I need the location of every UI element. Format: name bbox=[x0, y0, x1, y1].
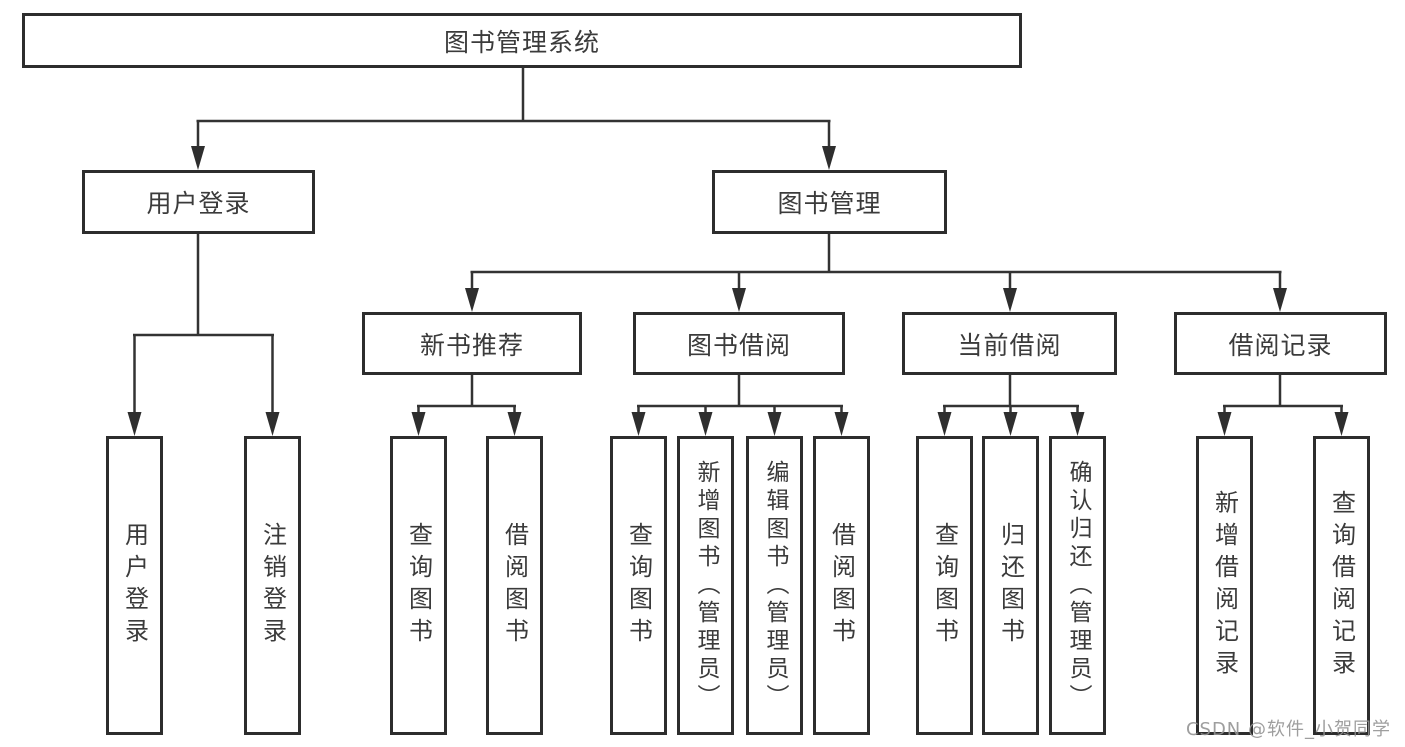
leaf-query-borrow-record: 查询借阅记录 bbox=[1313, 436, 1370, 735]
node-borrowing-records: 借阅记录 bbox=[1174, 312, 1387, 375]
node-new-book-recommendation: 新书推荐 bbox=[362, 312, 582, 375]
leaf-borrow-books-recommend: 借阅图书 bbox=[486, 436, 543, 735]
node-book-borrowing: 图书借阅 bbox=[633, 312, 845, 375]
leaf-edit-book-admin: 编辑图书（管理员） bbox=[746, 436, 803, 735]
node-user-login: 用户登录 bbox=[82, 170, 315, 234]
leaf-return-books: 归还图书 bbox=[982, 436, 1039, 735]
node-current-borrowing: 当前借阅 bbox=[902, 312, 1117, 375]
watermark: CSDN @软件_小贺同学 bbox=[1185, 719, 1391, 740]
leaf-query-books-borrowing: 查询图书 bbox=[610, 436, 667, 735]
connector-mgmt-to-level3 bbox=[465, 234, 1287, 312]
node-library-system: 图书管理系统 bbox=[22, 13, 1022, 68]
connector-login-to-leaves bbox=[127, 234, 280, 436]
connector-newbook-to-leaves bbox=[411, 375, 522, 436]
leaf-query-books-recommend: 查询图书 bbox=[390, 436, 447, 735]
leaf-add-book-admin: 新增图书（管理员） bbox=[677, 436, 734, 735]
connector-root-to-level2 bbox=[191, 68, 836, 170]
connector-borrow-to-leaves bbox=[631, 375, 849, 436]
connector-current-to-leaves bbox=[937, 375, 1085, 436]
leaf-query-books-current: 查询图书 bbox=[916, 436, 973, 735]
connector-record-to-leaves bbox=[1217, 375, 1349, 436]
leaf-confirm-return-admin: 确认归还（管理员） bbox=[1049, 436, 1106, 735]
leaf-add-borrow-record: 新增借阅记录 bbox=[1196, 436, 1253, 735]
node-book-management: 图书管理 bbox=[712, 170, 947, 234]
leaf-logout: 注销登录 bbox=[244, 436, 301, 735]
leaf-user-login: 用户登录 bbox=[106, 436, 163, 735]
leaf-borrow-books-borrowing: 借阅图书 bbox=[813, 436, 870, 735]
